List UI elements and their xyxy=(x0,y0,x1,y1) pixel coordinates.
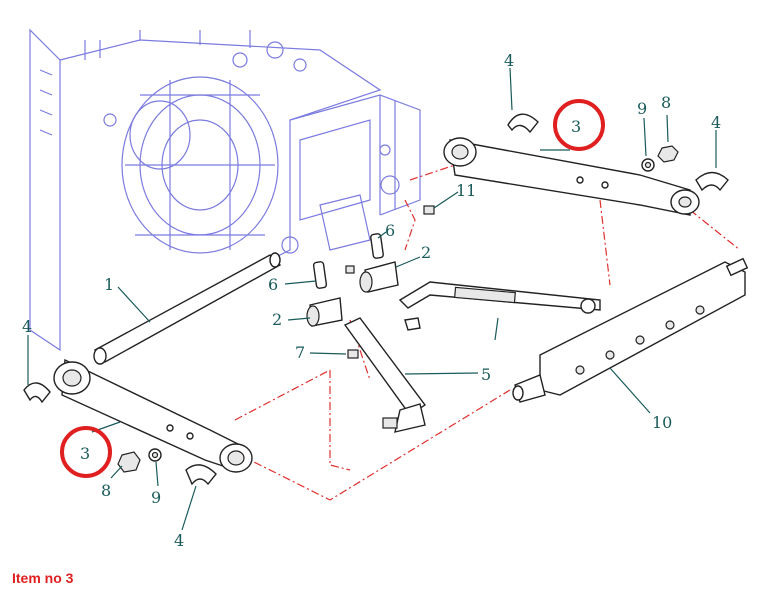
highlight-ring-upper xyxy=(553,99,605,151)
lift-shaft xyxy=(512,257,749,403)
callout-6-right: 6 xyxy=(385,221,395,240)
highlight-ring-lower xyxy=(60,426,112,478)
pins-and-bushings xyxy=(306,205,435,359)
lower-hardware xyxy=(23,382,217,486)
callout-7: 7 xyxy=(295,343,305,362)
callout-8-bottom: 8 xyxy=(101,481,111,500)
assembly-link-lines xyxy=(234,164,741,501)
leader-lines xyxy=(27,67,717,531)
callout-4-right: 4 xyxy=(711,113,721,132)
callout-3-bottom: 3 xyxy=(80,444,90,463)
callout-4-top: 4 xyxy=(504,51,514,70)
callout-6-left: 6 xyxy=(268,275,278,294)
tractor-housing xyxy=(29,28,421,352)
cross-shaft xyxy=(93,252,282,365)
exploded-parts-diagram: 4 3 9 8 4 11 6 2 6 1 2 4 7 5 10 3 8 9 4 xyxy=(22,28,749,550)
lower-link-upper xyxy=(443,137,700,216)
callout-3-top: 3 xyxy=(571,117,581,136)
callout-9-top: 9 xyxy=(637,99,647,118)
upper-hardware xyxy=(507,113,729,192)
callout-5: 5 xyxy=(481,365,491,384)
lower-link-lower xyxy=(53,358,253,473)
callout-10: 10 xyxy=(652,413,672,432)
callout-2-right: 2 xyxy=(421,243,431,262)
callout-9-bottom: 9 xyxy=(151,488,161,507)
callout-4-bottom: 4 xyxy=(174,531,184,550)
lift-rod xyxy=(343,317,427,433)
callout-8-top: 8 xyxy=(661,93,671,112)
top-link xyxy=(398,281,601,331)
callout-11: 11 xyxy=(456,181,476,200)
callout-1: 1 xyxy=(104,275,114,294)
callout-2-left: 2 xyxy=(272,310,282,329)
callout-4-left: 4 xyxy=(22,317,32,336)
item-caption: Item no 3 xyxy=(12,570,74,586)
